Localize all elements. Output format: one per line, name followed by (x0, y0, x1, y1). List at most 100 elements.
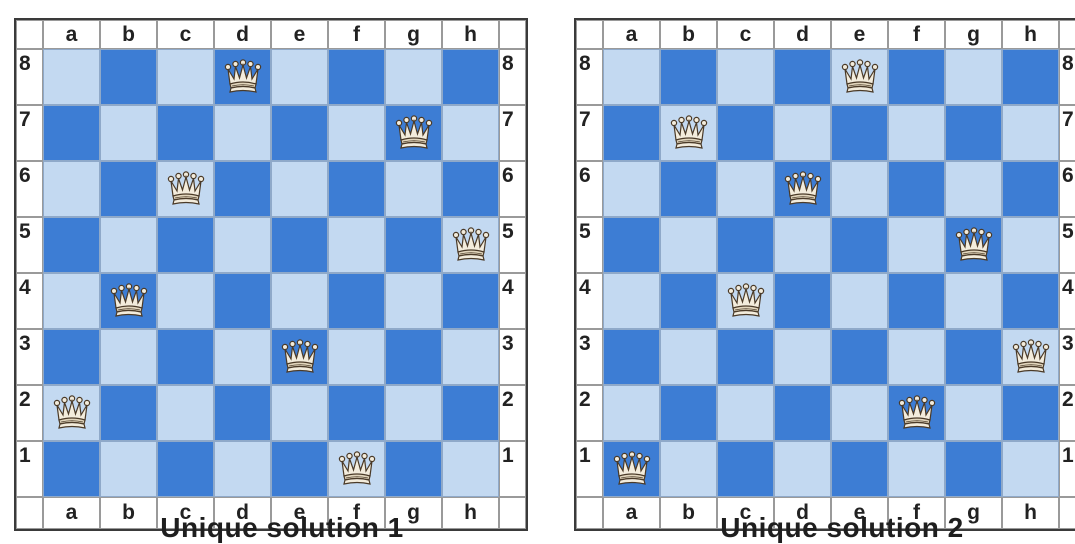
file-label-b: b (660, 20, 717, 49)
square-d1 (774, 441, 831, 497)
file-label-g: g (945, 20, 1002, 49)
square-c5 (717, 217, 774, 273)
square-d5 (214, 217, 271, 273)
rank-label-1: 1 (16, 441, 43, 497)
square-h5 (1002, 217, 1059, 273)
square-a6 (603, 161, 660, 217)
queen-icon (451, 225, 491, 265)
rank-label-6: 6 (499, 161, 526, 217)
square-a2 (43, 385, 100, 441)
file-label-g: g (385, 20, 442, 49)
square-e3 (831, 329, 888, 385)
square-d6 (214, 161, 271, 217)
caption-solution-2: Unique solution 2 (574, 512, 1075, 544)
square-c7 (157, 105, 214, 161)
square-g3 (385, 329, 442, 385)
rank-label-2: 2 (499, 385, 526, 441)
square-d5 (774, 217, 831, 273)
square-d7 (774, 105, 831, 161)
rank-label-2: 2 (576, 385, 603, 441)
square-c8 (717, 49, 774, 105)
square-f3 (328, 329, 385, 385)
square-b6 (660, 161, 717, 217)
square-f5 (328, 217, 385, 273)
square-e2 (831, 385, 888, 441)
rank-label-7: 7 (499, 105, 526, 161)
corner-cell (576, 20, 603, 49)
square-a4 (43, 273, 100, 329)
square-f1 (328, 441, 385, 497)
square-b8 (100, 49, 157, 105)
square-g8 (945, 49, 1002, 105)
square-c2 (717, 385, 774, 441)
rank-label-5: 5 (499, 217, 526, 273)
square-f7 (328, 105, 385, 161)
queen-icon (223, 57, 263, 97)
caption-solution-1: Unique solution 1 (14, 512, 550, 544)
rank-label-6: 6 (576, 161, 603, 217)
square-b1 (660, 441, 717, 497)
square-a1 (603, 441, 660, 497)
square-b4 (100, 273, 157, 329)
square-g8 (385, 49, 442, 105)
square-c3 (717, 329, 774, 385)
square-g7 (945, 105, 1002, 161)
square-g6 (945, 161, 1002, 217)
square-c5 (157, 217, 214, 273)
square-f6 (888, 161, 945, 217)
square-f1 (888, 441, 945, 497)
square-h7 (1002, 105, 1059, 161)
square-c2 (157, 385, 214, 441)
file-label-c: c (717, 20, 774, 49)
square-c1 (717, 441, 774, 497)
square-c4 (157, 273, 214, 329)
file-label-e: e (831, 20, 888, 49)
rank-label-7: 7 (16, 105, 43, 161)
square-d3 (214, 329, 271, 385)
square-b3 (660, 329, 717, 385)
square-b6 (100, 161, 157, 217)
queen-icon (337, 449, 377, 489)
queen-icon (897, 393, 937, 433)
square-e6 (831, 161, 888, 217)
file-label-h: h (442, 20, 499, 49)
queen-icon (669, 113, 709, 153)
square-b1 (100, 441, 157, 497)
square-f4 (328, 273, 385, 329)
square-g4 (945, 273, 1002, 329)
square-b7 (100, 105, 157, 161)
square-a7 (603, 105, 660, 161)
file-label-d: d (214, 20, 271, 49)
queen-icon (1011, 337, 1051, 377)
rank-label-3: 3 (1059, 329, 1075, 385)
square-c3 (157, 329, 214, 385)
square-b5 (660, 217, 717, 273)
rank-label-4: 4 (16, 273, 43, 329)
square-h8 (442, 49, 499, 105)
square-d8 (214, 49, 271, 105)
square-a8 (43, 49, 100, 105)
rank-label-6: 6 (1059, 161, 1075, 217)
square-b2 (660, 385, 717, 441)
square-a3 (43, 329, 100, 385)
square-f4 (888, 273, 945, 329)
square-d4 (774, 273, 831, 329)
square-e5 (271, 217, 328, 273)
square-h4 (442, 273, 499, 329)
square-f5 (888, 217, 945, 273)
square-h2 (1002, 385, 1059, 441)
square-g1 (945, 441, 1002, 497)
rank-label-2: 2 (16, 385, 43, 441)
queen-icon (612, 449, 652, 489)
square-b2 (100, 385, 157, 441)
file-label-e: e (271, 20, 328, 49)
file-label-a: a (43, 20, 100, 49)
corner-cell (16, 20, 43, 49)
square-h2 (442, 385, 499, 441)
square-e3 (271, 329, 328, 385)
square-d2 (214, 385, 271, 441)
square-g4 (385, 273, 442, 329)
rank-label-6: 6 (16, 161, 43, 217)
square-e8 (831, 49, 888, 105)
square-e1 (271, 441, 328, 497)
